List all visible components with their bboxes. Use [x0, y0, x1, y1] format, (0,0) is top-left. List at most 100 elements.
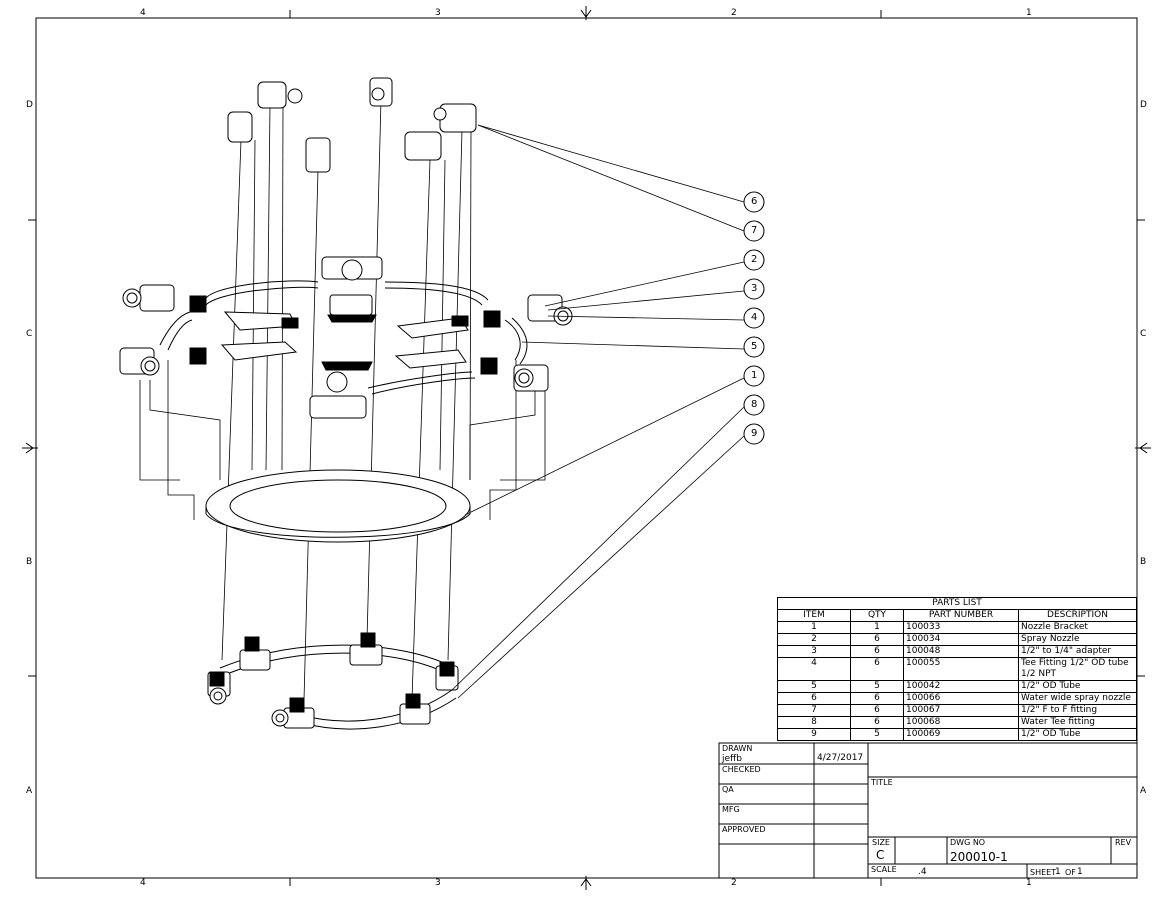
zone-left-a: A: [26, 786, 33, 796]
part-cell: 100034: [903, 633, 1019, 646]
balloon-6: 6: [751, 196, 758, 207]
balloon-9: 9: [751, 428, 758, 439]
part-cell: 100068: [903, 716, 1019, 729]
zone-bottom-4: 4: [140, 878, 146, 888]
item-cell: 4: [777, 657, 851, 681]
leader-lines: [451, 124, 745, 699]
qty-cell: 5: [850, 680, 904, 693]
item-cell: 5: [777, 680, 851, 693]
title-block-frame: [718, 742, 1138, 879]
zone-bottom-3: 3: [435, 878, 441, 888]
zone-top-2: 2: [731, 8, 737, 18]
sheet-label: SHEET: [1030, 868, 1057, 877]
checked-label: CHECKED: [722, 765, 761, 774]
part-cell: 100033: [903, 621, 1019, 634]
zone-right-a: A: [1140, 786, 1147, 796]
qty-cell: 6: [850, 716, 904, 729]
scale-value: .4: [918, 867, 927, 877]
desc-cell: 1/2" F to F fitting: [1018, 704, 1137, 717]
balloon-4: 4: [751, 312, 758, 323]
header-description: DESCRIPTION: [1018, 609, 1137, 622]
header-item: ITEM: [777, 609, 851, 622]
header-qty: QTY: [850, 609, 904, 622]
desc-cell: Spray Nozzle: [1018, 633, 1137, 646]
balloon-1: 1: [751, 370, 758, 381]
item-cell: 7: [777, 704, 851, 717]
part-cell: 100042: [903, 680, 1019, 693]
qty-cell: 1: [850, 621, 904, 634]
item-cell: 2: [777, 633, 851, 646]
center-marks: [22, 6, 1151, 890]
item-cell: 9: [777, 728, 851, 741]
item-cell: 8: [777, 716, 851, 729]
zone-left-c: C: [26, 329, 33, 339]
desc-cell: 1/2" to 1/4" adapter: [1018, 645, 1137, 658]
balloon-8: 8: [751, 399, 758, 410]
desc-cell: 1/2" OD Tube: [1018, 680, 1137, 693]
desc-cell: Water wide spray nozzle: [1018, 692, 1137, 705]
desc-cell: Nozzle Bracket: [1018, 621, 1137, 634]
size-value: C: [876, 848, 885, 862]
zone-ticks: [28, 10, 1145, 886]
nozzle-bracket-ring: [205, 469, 471, 543]
qty-cell: 6: [850, 645, 904, 658]
size-label: SIZE: [872, 838, 890, 847]
part-cell: 100067: [903, 704, 1019, 717]
zone-top-4: 4: [140, 8, 146, 18]
balloon-circles: [743, 191, 765, 445]
zone-right-b: B: [1140, 557, 1147, 567]
scale-label: SCALE: [871, 865, 897, 874]
center-tees: [309, 256, 383, 419]
zone-right-c: C: [1140, 329, 1147, 339]
elbow-fittings: [227, 77, 477, 173]
of-label: OF: [1065, 868, 1076, 877]
drawn-date: 4/27/2017: [817, 753, 864, 763]
zone-bottom-1: 1: [1026, 878, 1032, 888]
qty-cell: 6: [850, 704, 904, 717]
balloon-7: 7: [751, 225, 758, 236]
sheet-total: 1: [1077, 867, 1083, 877]
title-label: TITLE: [871, 778, 893, 787]
zone-left-d: D: [26, 100, 33, 110]
rev-label: REV: [1115, 838, 1132, 847]
assembly-view: [119, 77, 745, 730]
qa-label: QA: [722, 785, 734, 794]
zone-right-d: D: [1140, 100, 1147, 110]
zone-top-3: 3: [435, 8, 441, 18]
dwg-no-label: DWG NO: [950, 838, 986, 847]
qty-cell: 6: [850, 657, 904, 681]
part-cell: 100055: [903, 657, 1019, 681]
explode-lines: [139, 99, 546, 701]
qty-cell: 6: [850, 633, 904, 646]
header-part-number: PART NUMBER: [903, 609, 1019, 622]
balloon-5: 5: [751, 341, 758, 352]
parts-list-title: PARTS LIST: [777, 597, 1137, 610]
lower-tee-ring: [207, 632, 459, 730]
parts-list-table: PARTS LIST ITEM QTY PART NUMBER DESCRIPT…: [777, 597, 1137, 741]
item-cell: 6: [777, 692, 851, 705]
drawn-by: jeffb: [722, 754, 742, 764]
part-cell: 100048: [903, 645, 1019, 658]
zone-left-b: B: [26, 557, 33, 567]
part-cell: 100069: [903, 728, 1019, 741]
balloon-2: 2: [751, 254, 758, 265]
item-cell: 3: [777, 645, 851, 658]
desc-cell: Water Tee fitting: [1018, 716, 1137, 729]
part-cell: 100066: [903, 692, 1019, 705]
balloon-3: 3: [751, 283, 758, 294]
desc-cell: Tee Fitting 1/2" OD tube 1/2 NPT: [1018, 657, 1137, 681]
zone-bottom-2: 2: [731, 878, 737, 888]
upper-tubes: [159, 280, 528, 395]
item-cell: 1: [777, 621, 851, 634]
qty-cell: 5: [850, 728, 904, 741]
side-fittings: [119, 284, 573, 392]
sheet-number: 1: [1055, 867, 1061, 877]
